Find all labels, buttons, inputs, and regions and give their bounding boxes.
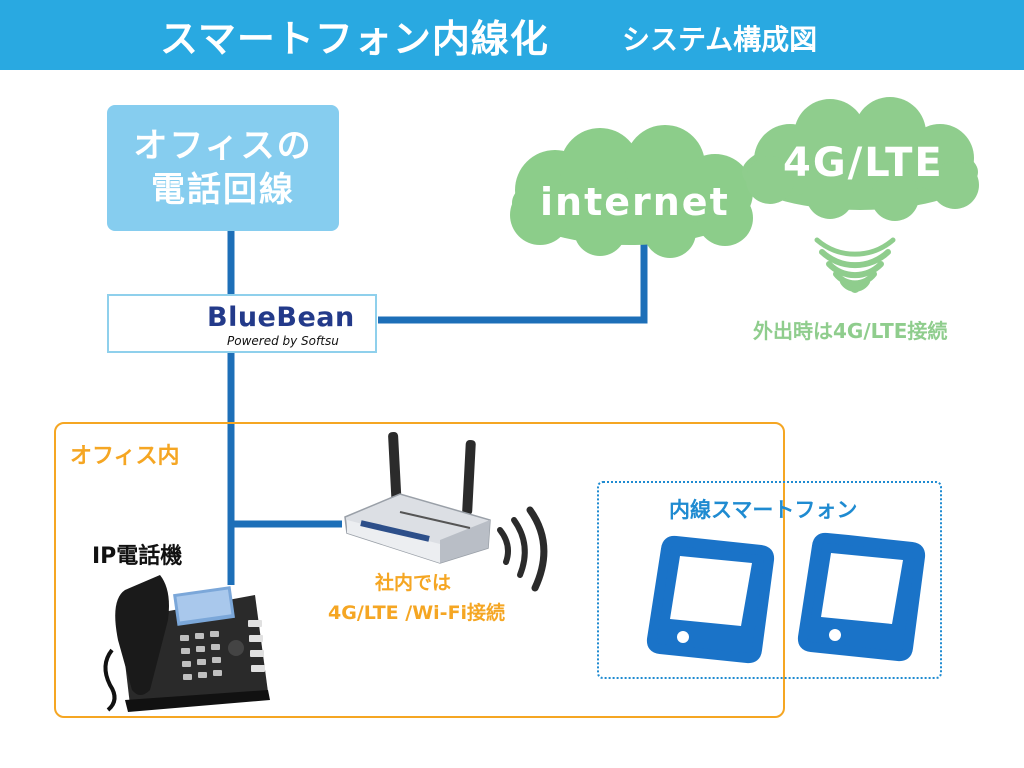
lte-cloud <box>742 97 979 221</box>
router-caption-1: 社内では <box>375 572 452 594</box>
page-subtitle: システム構成図 <box>622 23 818 56</box>
connector-bluebean-internet <box>378 238 648 324</box>
office-area <box>54 422 785 718</box>
header-bar: スマートフォン内線化 システム構成図 <box>0 0 1024 70</box>
office-label: オフィス内 <box>70 444 180 469</box>
wifi-wave-icon <box>497 506 548 592</box>
lte-cloud-label: 4G/LTE <box>783 140 944 186</box>
smartphones-area <box>597 481 942 679</box>
smartphone-icon <box>646 535 775 664</box>
ip-phone-icon <box>103 575 270 712</box>
router-icon <box>344 431 491 564</box>
smartphone-icon <box>797 532 926 662</box>
internet-label: internet <box>540 180 730 224</box>
bluebean-tagline: Powered by Softsu <box>227 334 339 348</box>
office-phone-line-box: オフィスの 電話回線 <box>107 105 339 231</box>
bluebean-box: BlueBean Powered by Softsu <box>107 294 377 353</box>
ip-phone-label: IP電話機 <box>92 544 183 569</box>
lte-signal-icon <box>814 237 896 293</box>
bluebean-name: BlueBean <box>207 302 355 333</box>
internet-cloud <box>510 125 753 258</box>
page-title: スマートフォン内線化 <box>160 17 549 61</box>
lte-caption: 外出時は4G/LTE接続 <box>753 319 948 343</box>
smartphones-label: 内線スマートフォン <box>669 498 858 522</box>
phone-line-label-2: 電話回線 <box>151 170 295 210</box>
phone-line-label-1: オフィスの <box>133 126 313 166</box>
router-caption-2: 4G/LTE /Wi-Fi接続 <box>328 602 506 624</box>
